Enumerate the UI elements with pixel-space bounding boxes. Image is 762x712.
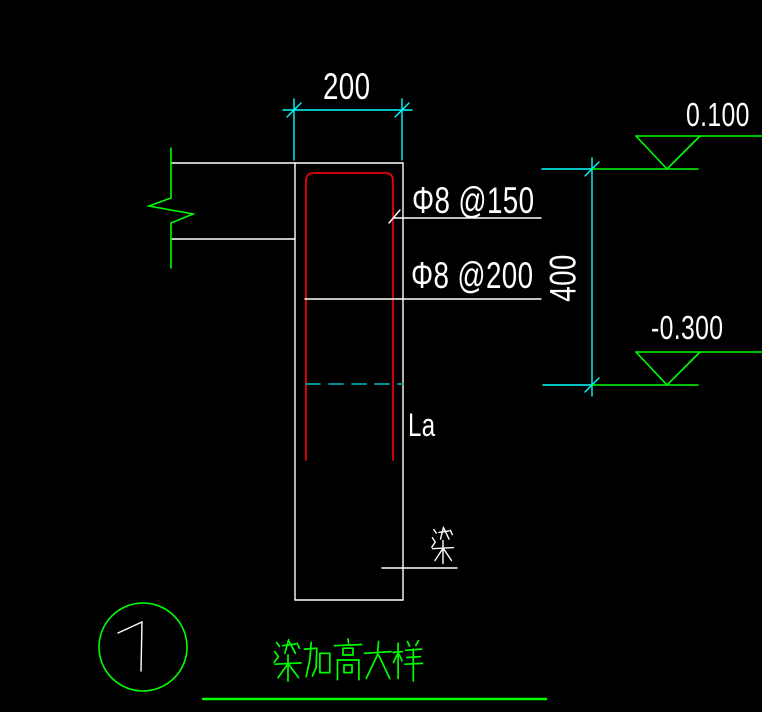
elevation-top-text: 0.100 [686,96,750,133]
structure-outline [170,162,404,601]
detail-number-one-glyph [117,620,143,672]
elevation-marker-top [591,135,762,171]
stirrup-lower-label: Φ8 @200 [411,255,534,296]
stirrup-upper-label: Φ8 @150 [412,180,535,221]
detail-title-glyphs [273,638,424,682]
detail-number-text: 1 [128,624,151,666]
rebar-dots [309,179,391,305]
anchorage-length-label: La [408,407,436,443]
beam-label-text: 梁 [430,522,468,560]
beam-width-dimension [282,98,413,161]
height-dimension [541,157,600,397]
rebar-stirrup [305,172,394,461]
beam-width-dimension-text: 200 [323,66,371,107]
detail-number-circle [98,602,188,692]
beam-label-glyph [431,526,455,565]
break-line [145,147,196,269]
leader-lines [304,209,542,569]
elevation-marker-bottom [591,351,762,387]
detail-title-text: 梁加高大样 [272,636,472,676]
elevation-bottom-text: -0.300 [651,309,724,346]
added-height-dimension-text: 400 [542,254,584,302]
